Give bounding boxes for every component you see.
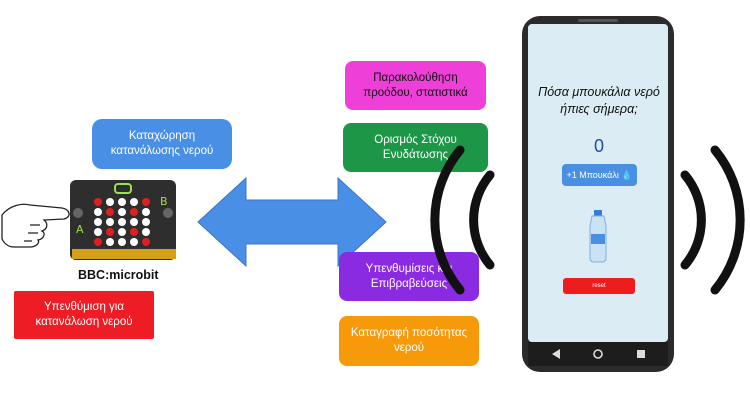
led: [106, 198, 114, 206]
led: [94, 208, 102, 216]
water-reminder-box: Υπενθύμιση για κατανάλωση νερού: [14, 291, 154, 339]
led: [118, 238, 126, 246]
led: [130, 238, 138, 246]
recent-nav-icon[interactable]: [637, 350, 645, 358]
led: [130, 228, 138, 236]
reset-label: reset: [592, 283, 606, 289]
bottle-count: 0: [593, 136, 604, 156]
led: [130, 198, 138, 206]
led: [106, 228, 114, 236]
led: [106, 238, 114, 246]
button-a-label: A: [76, 223, 84, 236]
water-reminder-label: Υπενθύμιση για κατανάλωση νερού: [35, 301, 133, 328]
led: [142, 238, 150, 246]
led: [118, 208, 126, 216]
water-log-label: Καταγραφή ποσότητας νερού: [350, 327, 468, 354]
led: [118, 198, 126, 206]
double-arrow-icon: [197, 176, 387, 268]
progress-stats-label: Παρακολούθηση προόδου, στατιστικά: [363, 71, 468, 99]
microbit-illustration: A B: [1, 180, 176, 260]
led: [94, 218, 102, 226]
microbit-label: BBC:microbit: [78, 268, 159, 282]
led: [94, 228, 102, 236]
led: [118, 218, 126, 226]
water-bottle-icon: [589, 210, 607, 263]
phone-icon: [522, 16, 674, 372]
led: [94, 238, 102, 246]
led: [142, 208, 150, 216]
led: [106, 208, 114, 216]
led: [142, 218, 150, 226]
led: [94, 198, 102, 206]
hand-pointing-icon: [1, 203, 70, 248]
progress-stats-box: Παρακολούθηση προόδου, στατιστικά: [345, 61, 486, 110]
water-log-box: Καταγραφή ποσότητας νερού: [339, 316, 479, 366]
microbit-board-icon: A B: [70, 180, 176, 260]
led: [106, 218, 114, 226]
reset-button[interactable]: reset: [563, 278, 635, 294]
led: [142, 198, 150, 206]
led: [130, 208, 138, 216]
button-b-label: B: [160, 195, 168, 208]
back-nav-icon[interactable]: [552, 349, 560, 359]
hydration-goal-box: Ορισμός Στόχου Ενυδάτωσης: [343, 123, 488, 172]
phone-question: Πόσα μπουκάλια νερό ήπιες σήμερα;: [538, 85, 660, 116]
led: [118, 228, 126, 236]
add-bottle-label: +1 Μπουκάλι 💧: [566, 169, 633, 180]
home-nav-icon[interactable]: [593, 349, 603, 359]
consumption-entry-label: Καταχώρηση κατανάλωσης νερού: [110, 130, 214, 157]
reminders-rewards-label: Υπενθυμίσεις και Επιβραβεύσεις: [365, 262, 453, 290]
led-matrix: [94, 198, 150, 246]
led: [142, 228, 150, 236]
add-bottle-button[interactable]: +1 Μπουκάλι 💧: [562, 164, 637, 186]
wireless-signal-icon: [430, 145, 745, 295]
led: [130, 218, 138, 226]
consumption-entry-box: Καταχώρηση κατανάλωσης νερού: [92, 119, 232, 169]
hydration-goal-label: Ορισμός Στόχου Ενυδάτωσης: [374, 133, 457, 161]
